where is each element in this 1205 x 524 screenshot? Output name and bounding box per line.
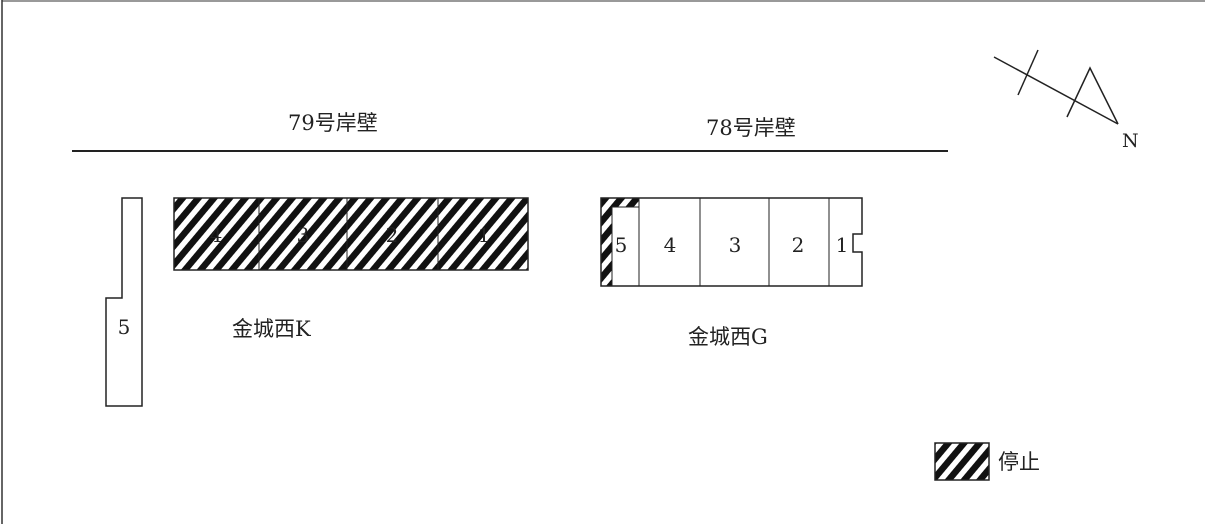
- berth-79-label: 79号岸壁: [288, 111, 378, 135]
- k-unit-5-block: [105, 197, 143, 407]
- north-label: N: [1122, 130, 1139, 152]
- k-unit-5-label: 5: [118, 315, 131, 339]
- k-terminal-name: 金城西K: [232, 317, 311, 341]
- g-terminal-block: 5 4 3 2 1: [600, 197, 863, 287]
- g-unit-5-label: 5: [615, 233, 628, 257]
- k-unit-1-label: 1: [478, 223, 491, 247]
- berth-78-label: 78号岸壁: [706, 116, 796, 140]
- k-unit-3-label: 3: [297, 223, 310, 247]
- g-unit-3-label: 3: [729, 233, 742, 257]
- k-terminal-block: 4 3 2 1: [173, 197, 529, 271]
- legend-stopped-label: 停止: [998, 450, 1040, 474]
- k-hatched-area: [173, 197, 529, 271]
- north-arrow-icon: [993, 49, 1119, 125]
- g-outline: [600, 197, 863, 287]
- g-unit-4-label: 4: [664, 233, 677, 257]
- legend-stopped-swatch: [934, 442, 990, 481]
- g-terminal-name: 金城西G: [688, 325, 768, 349]
- k-unit-2-label: 2: [386, 223, 399, 247]
- k-unit-4-label: 4: [210, 223, 223, 247]
- g-unit-2-label: 2: [792, 233, 805, 257]
- g-unit-1-label: 1: [836, 233, 849, 257]
